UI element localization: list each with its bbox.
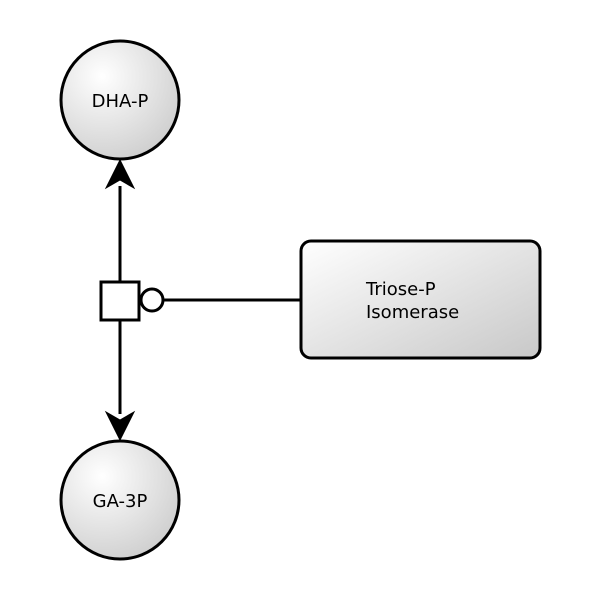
node-enzyme[interactable]: Triose-P Isomerase [299,239,542,360]
arrowhead-dha-p [104,158,136,190]
arrowhead-ga-3p [104,410,136,442]
enzyme-label-line2: Isomerase [366,302,459,323]
ga-3p-circle[interactable] [59,439,181,561]
enzyme-box[interactable] [299,239,542,360]
catalysis-modulator [139,287,165,313]
node-dha-p[interactable]: DHA-P [59,39,181,161]
node-ga-3p[interactable]: GA-3P [59,439,181,561]
enzyme-label-line1: Triose-P [365,279,436,300]
dha-p-circle[interactable] [59,39,181,161]
dha-p-label: DHA-P [92,91,149,112]
ga-3p-label: GA-3P [93,491,148,512]
process-node[interactable] [99,280,141,322]
